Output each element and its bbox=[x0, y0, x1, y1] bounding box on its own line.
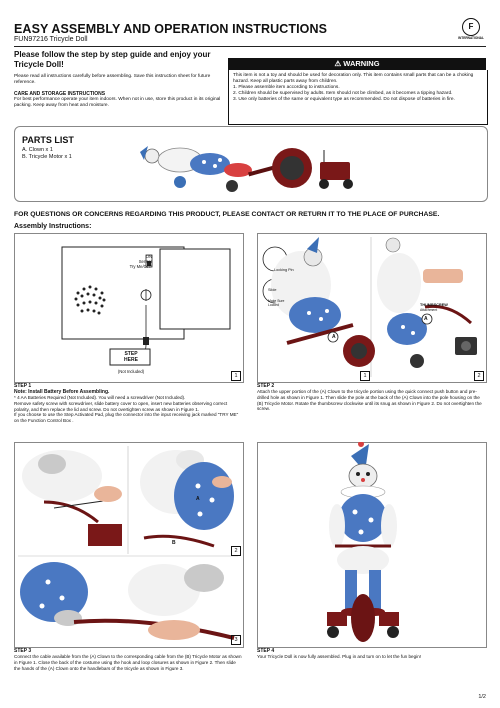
care-text: For best performance operate your item i… bbox=[14, 97, 221, 108]
slide-label: Slide bbox=[268, 288, 277, 292]
logo-text: INTERNATIONAL bbox=[458, 36, 484, 40]
parts-list-box bbox=[14, 126, 488, 202]
figure-number: 2 bbox=[231, 546, 241, 556]
part-item: B. Tricycle Motor x 1 bbox=[22, 154, 72, 160]
cable-connect-diagram bbox=[18, 446, 238, 640]
logo-mark-icon: F bbox=[462, 18, 480, 36]
step4-heading: STEP 4 bbox=[257, 648, 275, 654]
step3-text: Connect the cable available from the (A)… bbox=[14, 654, 242, 671]
step-pad-text: HERE bbox=[124, 357, 138, 363]
not-included-note: (Not Included) bbox=[117, 369, 145, 374]
clown-attach-diagram bbox=[262, 237, 477, 377]
parts-heading: PARTS LIST bbox=[22, 135, 74, 145]
guide-heading: Please follow the step by step guide and… bbox=[14, 50, 211, 69]
switch-label-sensor: Sensor bbox=[138, 259, 152, 264]
step3-text-block: STEP 3 Connect the cable available from … bbox=[14, 648, 242, 671]
page-title: EASY ASSEMBLY AND OPERATION INSTRUCTIONS bbox=[14, 22, 328, 36]
thumbscrew-label: THUMBSCREW bbox=[420, 303, 448, 307]
step3-heading: STEP 3 bbox=[14, 648, 32, 654]
warning-line: 3. Use only batteries of the same or equ… bbox=[233, 97, 455, 102]
tricycle-motor-illustration bbox=[319, 150, 353, 189]
contact-notice: FOR QUESTIONS OR CONCERNS REGARDING THIS… bbox=[14, 211, 440, 218]
thumbscrew-sublabel: Attachment bbox=[420, 308, 438, 312]
warning-box: This item is not a toy and should be use… bbox=[228, 70, 488, 125]
step1-heading: STEP 1 bbox=[14, 383, 32, 389]
clown-tricycle-illustration bbox=[140, 146, 312, 192]
switch-label-on: ON bbox=[145, 254, 152, 259]
switch-label-tryme: Try Me/OFF bbox=[129, 264, 152, 269]
switch-labels: ON Sensor Try Me/OFF bbox=[118, 254, 152, 269]
parts-list: A. Clown x 1 B. Tricycle Motor x 1 bbox=[22, 147, 72, 161]
step4-text: Your Tricycle Doll is now fully assemble… bbox=[257, 654, 422, 659]
step2-text-block: STEP 2 Attach the upper portion of the (… bbox=[257, 383, 485, 412]
step1-text: If you choose to use the Step Activated … bbox=[14, 412, 239, 424]
step2-heading: STEP 2 bbox=[257, 383, 275, 389]
warning-title: ⚠ WARNING bbox=[228, 58, 486, 70]
make-locked-label: Make Sure Locked bbox=[268, 299, 285, 307]
warning-line: This item is not a toy and should be use… bbox=[233, 73, 474, 84]
step4-text-block: STEP 4 Your Tricycle Doll is now fully a… bbox=[257, 648, 485, 660]
locking-pin-label: Locking Pin bbox=[274, 268, 294, 272]
warning-line: 1. Please assemble item according to ins… bbox=[233, 85, 340, 90]
assembled-doll-illustration bbox=[327, 442, 399, 642]
care-heading: CARE AND STORAGE INSTRUCTIONS bbox=[14, 91, 106, 97]
figure-number: 1 bbox=[360, 371, 370, 381]
product-subtitle: FUN97216 Tricycle Doll bbox=[14, 36, 88, 43]
figure-number: 2 bbox=[474, 371, 484, 381]
step-pad-label: STEP HERE bbox=[112, 351, 150, 363]
marker-a: A bbox=[424, 316, 428, 322]
intro-text: Please read all instructions carefully b… bbox=[14, 74, 211, 85]
assembly-heading: Assembly Instructions: bbox=[14, 223, 92, 230]
battery-box-diagram bbox=[61, 246, 231, 366]
step1-note: Note: Install Battery Before Assembling. bbox=[14, 389, 110, 395]
header-divider bbox=[14, 46, 486, 47]
part-item: A. Clown x 1 bbox=[22, 147, 53, 153]
marker-a: A bbox=[196, 496, 200, 502]
step1-text-block: STEP 1 Note: Install Battery Before Asse… bbox=[14, 383, 242, 424]
step1-text: Remove safety screw with screwdriver, sl… bbox=[14, 400, 228, 412]
warning-line: 2. Children should be supervised by adul… bbox=[233, 91, 453, 96]
figure-number: 1 bbox=[231, 371, 241, 381]
figure-number: 3 bbox=[231, 635, 241, 645]
marker-b: B bbox=[172, 540, 176, 546]
step-pad-text: STEP bbox=[124, 351, 138, 357]
step2-text: Attach the upper portion of the (A) Clow… bbox=[257, 389, 482, 412]
step1-text: * 4 AA Batteries Required (Not Included)… bbox=[14, 395, 186, 400]
brand-logo: F INTERNATIONAL bbox=[458, 18, 484, 46]
page-number: 1/2 bbox=[478, 694, 486, 700]
marker-a: A bbox=[332, 334, 336, 340]
